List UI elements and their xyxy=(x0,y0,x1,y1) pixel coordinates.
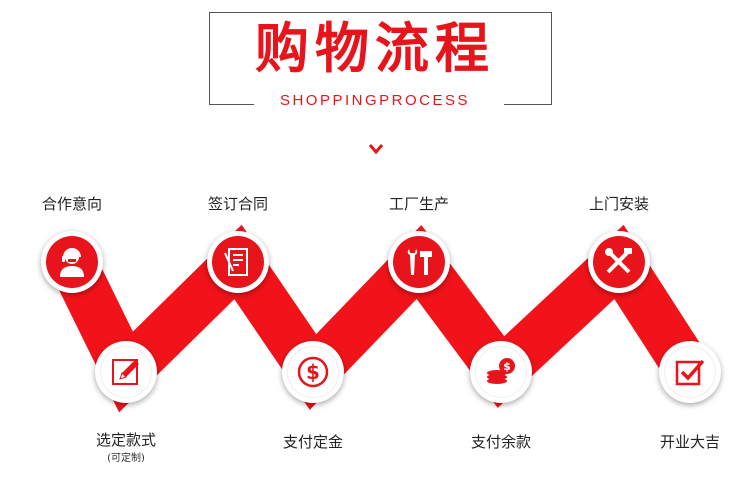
svg-text:$: $ xyxy=(306,360,320,384)
step-label-intent: 合作意向 xyxy=(41,195,103,213)
subtitle-gap xyxy=(254,90,504,114)
step-label-production: 工厂生产 xyxy=(388,195,450,213)
checkbox-icon xyxy=(675,359,705,386)
step-label-opening: 开业大吉 xyxy=(659,433,721,451)
step-node-style xyxy=(95,341,157,403)
step-label-deposit: 支付定金 xyxy=(282,433,344,451)
step-node-production xyxy=(388,231,450,293)
customer-service-icon xyxy=(60,248,84,277)
step-node-opening xyxy=(659,341,721,403)
step-node-installation xyxy=(588,231,650,293)
step-label-contract: 签订合同 xyxy=(207,195,269,213)
coin-stack-icon: $ xyxy=(487,358,515,384)
step-node-contract xyxy=(207,231,269,293)
chevron-down-icon xyxy=(368,144,384,155)
step-label-balance: 支付余款 xyxy=(470,433,532,451)
step-node-balance: $ xyxy=(470,341,532,403)
contract-document-icon xyxy=(224,248,248,276)
wrench-hammer-icon xyxy=(407,249,432,275)
design-pencil-icon xyxy=(112,359,139,385)
step-label-installation: 上门安装 xyxy=(588,195,650,213)
step-note-customizable: (可定制) xyxy=(107,453,145,464)
crossed-tools-icon xyxy=(605,248,632,274)
step-node-intent xyxy=(41,231,103,293)
page-title: 购物流程 xyxy=(255,17,495,80)
step-node-deposit: $ xyxy=(282,341,344,403)
dollar-coin-icon: $ xyxy=(297,356,329,388)
step-label-style: 选定款式 xyxy=(95,431,157,449)
page-subtitle: SHOPPINGPROCESS xyxy=(279,92,471,109)
svg-text:$: $ xyxy=(503,360,511,373)
